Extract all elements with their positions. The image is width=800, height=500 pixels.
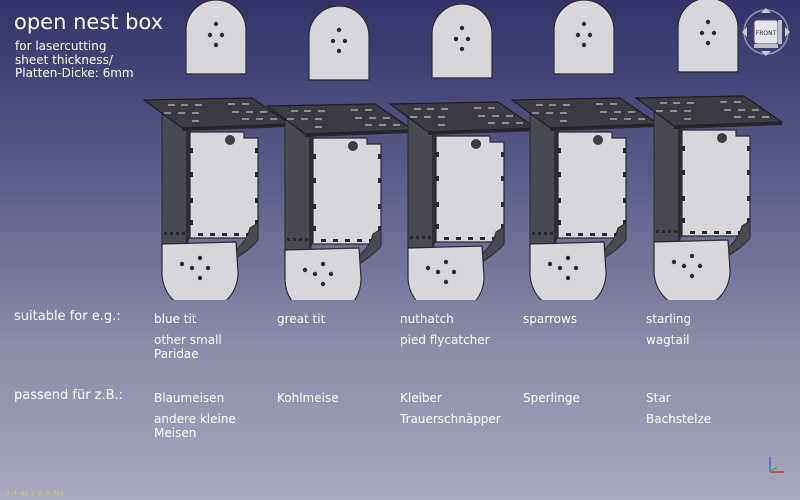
species-text: Bachstelze <box>646 412 712 426</box>
arrow-right-icon[interactable] <box>785 27 790 37</box>
nest-box-model[interactable] <box>266 5 414 300</box>
species-cell: starling wagtail <box>646 312 691 347</box>
3d-viewport[interactable] <box>0 0 800 300</box>
species-cell: great tit <box>277 312 325 326</box>
arrow-left-icon[interactable] <box>742 27 747 37</box>
axis-triad-icon <box>769 457 784 473</box>
view-subtitle: for lasercutting sheet thickness/ Platte… <box>15 39 134 81</box>
species-text: Paridae <box>154 347 199 361</box>
species-text: great tit <box>277 312 326 326</box>
species-text: Sperlinge <box>523 391 580 405</box>
species-text: andere kleine <box>154 412 236 426</box>
species-cell: nuthatch pied flycatcher <box>400 312 490 347</box>
species-cell: Blaumeisen andere kleine Meisen <box>154 391 236 440</box>
nest-box-model[interactable] <box>389 3 537 300</box>
subtitle-line: sheet thickness/ <box>15 52 113 67</box>
cube-face-label: FRONT <box>756 30 777 37</box>
species-text: Kleiber <box>400 391 442 405</box>
species-text: Kohlmeise <box>277 391 339 405</box>
species-cell: Sperlinge <box>523 391 580 405</box>
row-label-passend: passend für z.B.: <box>14 388 124 403</box>
navigation-cube[interactable]: FRONT <box>740 6 792 58</box>
species-cell: Kleiber Trauerschnäpper <box>400 391 501 426</box>
species-text: Meisen <box>154 426 197 440</box>
nest-box-model[interactable] <box>143 0 291 300</box>
species-cell: Star Bachstelze <box>646 391 711 426</box>
species-text: pied flycatcher <box>400 333 490 347</box>
species-text: starling <box>646 312 692 326</box>
species-cell: Kohlmeise <box>277 391 339 405</box>
species-cell: sparrows <box>523 312 577 326</box>
view-title: open nest box <box>14 10 164 34</box>
nest-box-model[interactable] <box>511 0 659 300</box>
species-text: Trauerschnäpper <box>400 412 501 426</box>
species-text: Star <box>646 391 671 405</box>
species-text: wagtail <box>646 333 690 347</box>
species-cell: blue tit other small Paridae <box>154 312 222 361</box>
species-text: nuthatch <box>400 312 454 326</box>
species-text: Blaumeisen <box>154 391 225 405</box>
species-text: other small <box>154 333 222 347</box>
subtitle-line: for lasercutting <box>15 39 107 53</box>
subtitle-line: Platten-Dicke: 6mm <box>15 66 134 80</box>
species-text: blue tit <box>154 312 197 326</box>
row-label-suitable: suitable for e.g.: <box>14 309 121 324</box>
species-text: sparrows <box>523 312 578 326</box>
arrow-down-icon[interactable] <box>761 51 771 56</box>
fps-counter: 2.4 ms / 0.5 fps <box>6 490 64 497</box>
arrow-up-icon[interactable] <box>761 8 771 13</box>
